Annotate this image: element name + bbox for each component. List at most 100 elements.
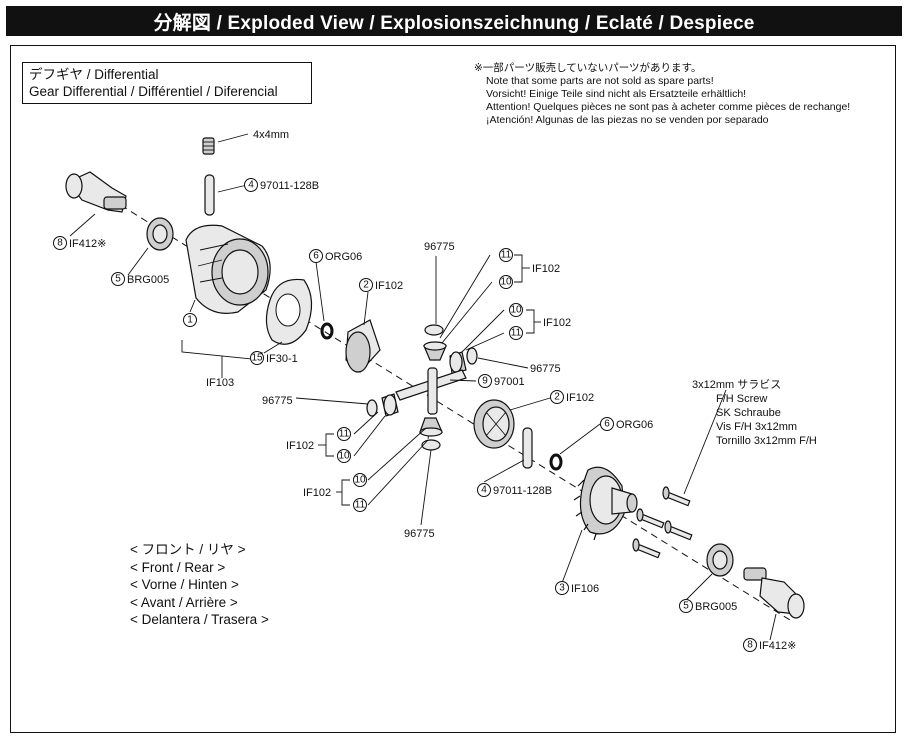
- leader-cup-right: [769, 613, 777, 641]
- leader-washer-left: [295, 397, 369, 405]
- num-circle: [244, 178, 258, 192]
- num-bearing-right: 5: [683, 601, 689, 612]
- leader-pin-top: [217, 184, 248, 193]
- leader-bearing-left: [127, 247, 149, 276]
- screw-note: 3x12mm サラビス F/H Screw SK Schraube Vis F/…: [692, 378, 817, 448]
- label-gear-right: IF102: [566, 392, 594, 404]
- leader-bottom-pair-b: [367, 439, 429, 506]
- num-circle: [550, 390, 564, 404]
- legend-line: < Delantera / Trasera >: [130, 612, 269, 627]
- num-oring-left: 6: [313, 251, 319, 262]
- header-title: 分解図 / Exploded View / Explosionszeichnun…: [153, 12, 755, 34]
- top-pair-bracket: [514, 254, 523, 283]
- num-circle: [111, 272, 125, 286]
- leader-set-screw: [217, 133, 249, 143]
- leader-left-pair-b: [353, 415, 386, 457]
- label-gasket: IF30-1: [266, 353, 298, 365]
- num-cup-right: 8: [747, 640, 753, 651]
- cross-shaft-part: [395, 367, 467, 415]
- num-pin-top: 4: [248, 180, 254, 191]
- assembly-title-box: デフギヤ / Differential Gear Differential / …: [22, 62, 312, 104]
- num-pin-right: 4: [481, 485, 487, 496]
- leader-bearing-right: [685, 573, 713, 601]
- num-left-pair-b: 10: [338, 451, 350, 462]
- leader-screw: [683, 389, 727, 495]
- leader-gear-right: [509, 397, 551, 411]
- num-cross-shaft: 9: [482, 376, 488, 387]
- assembly-axis: [79, 179, 791, 621]
- legend-line: < Vorne / Hinten >: [130, 577, 239, 592]
- spider-gear-bottom-part: [419, 417, 443, 437]
- label-oring-left: ORG06: [325, 251, 362, 263]
- leader-washer-right: [477, 357, 529, 369]
- legend-line: < Avant / Arrière >: [130, 594, 238, 610]
- label-pin-top: 97011-128B: [260, 180, 319, 192]
- bevel-gear-left-part: [345, 319, 381, 373]
- label-washer-left: 96775: [262, 395, 293, 407]
- num-circle: [555, 581, 569, 595]
- gasket-part: [265, 278, 313, 345]
- label-left-pair: IF102: [286, 440, 314, 452]
- num-right-pair-a: 10: [510, 305, 522, 316]
- num-circle: [309, 249, 323, 263]
- num-circle: [743, 638, 757, 652]
- screw-line: F/H Screw: [716, 393, 768, 405]
- num-cup-left: 8: [57, 238, 63, 249]
- screw-1-part: [662, 486, 691, 507]
- output-cup-left-part: [65, 171, 127, 213]
- leader-left-pair-a: [353, 411, 379, 435]
- leader-washer-bottom: [420, 449, 432, 526]
- diff-case-part: [185, 224, 271, 314]
- label-washer-top: 96775: [424, 241, 455, 253]
- leader-oring-left: [315, 261, 325, 322]
- assembly-title-line1: デフギヤ / Differential: [29, 67, 159, 82]
- label-set-screw: 4x4mm: [253, 129, 289, 141]
- label-bottom-pair: IF102: [303, 487, 331, 499]
- num-circle: [183, 313, 197, 327]
- label-case-group: IF103: [206, 377, 234, 389]
- screw-size: 3x12mm サラビス: [692, 379, 782, 391]
- num-bottom-pair-b: 11: [355, 500, 366, 511]
- diagram-frame: [10, 45, 896, 733]
- screw-2-part: [636, 508, 665, 529]
- washer-top-part: [424, 324, 444, 336]
- leader-cross-shaft: [449, 379, 477, 382]
- spider-gear-top-part: [423, 341, 447, 361]
- screw-line: Vis F/H 3x12mm: [716, 421, 798, 433]
- ring-gear-part: [573, 466, 638, 541]
- num-gear-left: 2: [363, 280, 369, 291]
- num-circle: [499, 275, 513, 289]
- label-cross-shaft: 97001: [494, 376, 525, 388]
- spider-gear-right-part: [449, 351, 467, 375]
- leader-case: [189, 299, 196, 313]
- screw-3-part: [664, 520, 693, 541]
- num-circle: [353, 473, 367, 487]
- leader-bottom-pair-a: [367, 427, 427, 481]
- page-header: 分解図 / Exploded View / Explosionszeichnun…: [6, 6, 902, 36]
- legend-line: < Front / Rear >: [130, 559, 226, 575]
- num-circle: [600, 417, 614, 431]
- num-case: 1: [187, 315, 193, 326]
- leader-right-pair-b: [465, 332, 505, 351]
- spider-gear-left-part: [381, 393, 399, 417]
- num-bearing-left: 5: [115, 274, 121, 285]
- legend-line: < フロント / リヤ >: [130, 542, 246, 557]
- num-ring-gear: 3: [559, 583, 565, 594]
- screw-line: Tornillo 3x12mm F/H: [716, 435, 817, 447]
- label-cup-left: IF412※: [69, 238, 106, 250]
- pin-right-part: [522, 427, 533, 469]
- num-circle: [679, 599, 693, 613]
- label-washer-right: 96775: [530, 363, 561, 375]
- note-line: Vorsicht! Einige Teile sind nicht als Er…: [486, 88, 747, 100]
- note-line: Note that some parts are not sold as spa…: [486, 75, 714, 87]
- leader-pin-right: [483, 459, 525, 483]
- num-circle: [509, 326, 523, 340]
- leader-cup-left: [69, 213, 96, 237]
- label-pin-right: 97011-128B: [493, 485, 552, 497]
- label-bearing-right: BRG005: [695, 601, 737, 613]
- leader-ring-gear: [561, 529, 583, 584]
- spare-parts-note: ※一部パーツ販売していないパーツがあります。 Note that some pa…: [474, 62, 850, 127]
- screw-line: SK Schraube: [716, 407, 781, 419]
- num-gasket: 15: [251, 353, 263, 364]
